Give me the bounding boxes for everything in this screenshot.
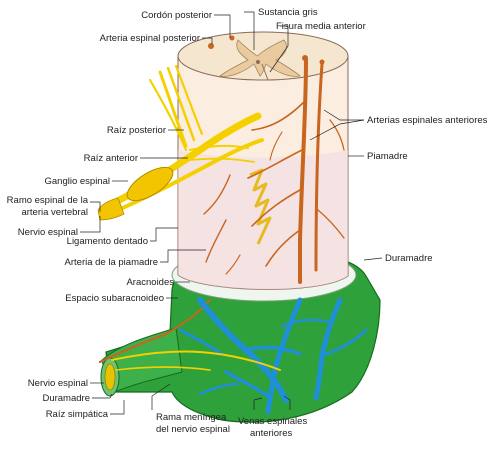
label-nervio-espinal-top: Nervio espinal	[18, 227, 78, 238]
arteries	[98, 58, 345, 364]
label-espacio-subaracnoideo: Espacio subaracnoideo	[65, 293, 164, 304]
spinal-nerve-trunk	[97, 197, 125, 221]
label-ramo-espinal-line1: Ramo espinal de la	[7, 195, 89, 206]
label-nervio-espinal-bottom: Nervio espinal	[28, 378, 88, 389]
label-piamadre: Piamadre	[367, 151, 408, 162]
labels: Cordón posterior Sustancia gris Fisura m…	[7, 7, 488, 439]
label-raiz-anterior: Raíz anterior	[84, 153, 138, 164]
label-venas-espinales-line1: Venas espinales	[238, 416, 307, 427]
label-arteria-piamadre: Arteria de la piamadre	[65, 257, 158, 268]
label-rama-meningea-line1: Rama meníngea	[156, 412, 227, 423]
label-arterias-espinales-anteriores: Arterias espinales anteriores	[367, 115, 488, 126]
label-duramadre-right: Duramadre	[385, 253, 433, 264]
dentate-ligament	[249, 168, 272, 245]
label-arteria-espinal-posterior: Arteria espinal posterior	[100, 33, 200, 44]
label-duramadre-bottom: Duramadre	[42, 393, 90, 404]
veins	[178, 297, 368, 415]
posterior-spinal-artery-points	[208, 35, 325, 65]
leader-lines	[80, 11, 383, 415]
spinal-ganglion	[126, 166, 174, 202]
label-fisura-media-anterior: Fisura media anterior	[276, 21, 366, 32]
label-aracnoides: Aracnoides	[126, 277, 174, 288]
label-ligamento-dentado: Ligamento dentado	[67, 236, 148, 247]
label-venas-espinales-line2: anteriores	[250, 428, 292, 439]
label-rama-meningea-line2: del nervio espinal	[156, 424, 230, 435]
label-raiz-simpatica: Raíz simpática	[46, 409, 109, 420]
label-sustancia-gris: Sustancia gris	[258, 7, 318, 18]
label-raiz-posterior: Raíz posterior	[107, 125, 166, 136]
gray-matter	[219, 39, 301, 77]
label-ganglio-espinal: Ganglio espinal	[45, 176, 111, 187]
label-cordon-posterior: Cordón posterior	[141, 10, 212, 21]
label-ramo-espinal-line2: arteria vertebral	[21, 207, 88, 218]
